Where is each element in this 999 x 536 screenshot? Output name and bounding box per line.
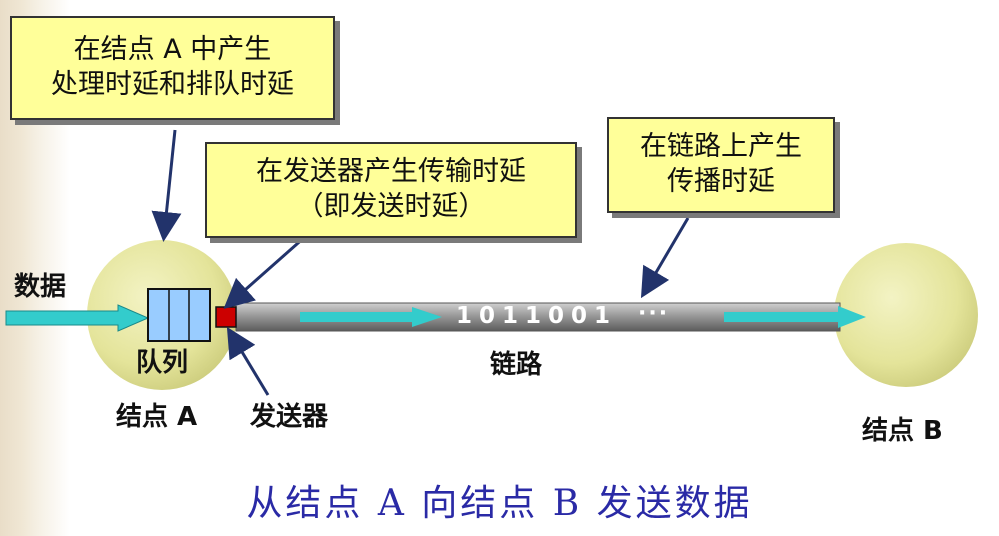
bit-stream: 1011001 xyxy=(456,303,618,329)
callout-transmission-line2: （即发送时延） xyxy=(296,191,486,222)
pointer-transmission xyxy=(223,234,307,309)
link-label: 链路 xyxy=(490,350,543,380)
callout-propagation-delay: 在链路上产生 传播时延 xyxy=(607,117,835,213)
figure-caption: 从结点 A 向结点 B 发送数据 xyxy=(246,483,753,524)
callout-propagation-line2: 传播时延 xyxy=(667,166,775,197)
sender-block xyxy=(215,306,237,328)
node-b-label: 结点 B xyxy=(862,416,943,446)
callout-transmission-delay: 在发送器产生传输时延 （即发送时延） xyxy=(205,142,577,238)
callout-propagation-line1: 在链路上产生 xyxy=(640,131,802,163)
callout-processing-line1: 在结点 A 中产生 xyxy=(73,34,272,66)
data-label: 数据 xyxy=(14,272,67,302)
pointer-propagation xyxy=(640,217,690,299)
node-a-label: 结点 A xyxy=(116,402,198,432)
callout-processing-line2: 处理时延和排队时延 xyxy=(51,69,294,100)
callout-transmission-line1: 在发送器产生传输时延 xyxy=(256,156,526,188)
pointer-processing xyxy=(151,129,182,242)
link-arrow-left xyxy=(300,307,442,327)
bit-stream-ellipsis: ··· xyxy=(638,301,670,326)
node-b-circle xyxy=(834,243,978,387)
incoming-data-arrow xyxy=(5,304,150,332)
sender-label: 发送器 xyxy=(250,402,329,432)
queue-label: 队列 xyxy=(136,348,189,378)
link-arrow-right xyxy=(724,306,866,328)
pointer-sender-label xyxy=(226,326,270,396)
queue-box xyxy=(147,288,211,342)
callout-processing-delay: 在结点 A 中产生 处理时延和排队时延 xyxy=(10,16,335,120)
